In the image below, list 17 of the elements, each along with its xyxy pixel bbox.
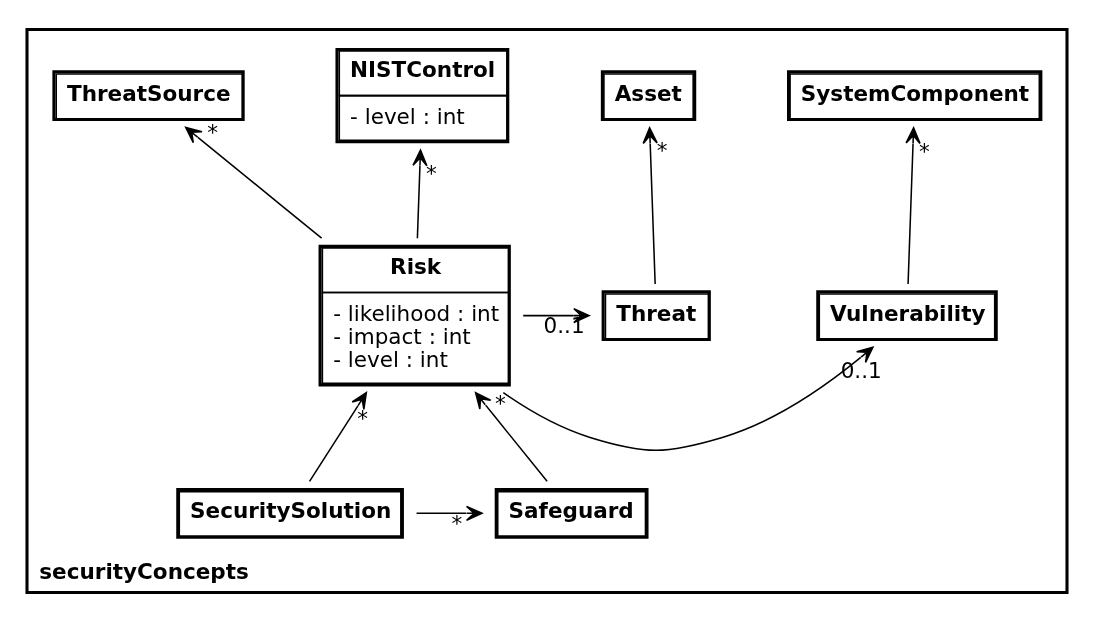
edge-label: *: [425, 160, 437, 186]
arrow: [415, 505, 483, 521]
edge-label: *: [357, 405, 369, 431]
arrow: [308, 391, 368, 482]
edge-label: *: [207, 119, 218, 145]
arrow: [474, 391, 548, 482]
arrow: [184, 126, 323, 239]
edge-label: *: [495, 390, 506, 416]
edge-label: *: [451, 510, 463, 536]
edge-label: *: [919, 138, 930, 164]
arrow: [642, 126, 658, 285]
arrow: [412, 148, 428, 239]
edge-label: *: [656, 137, 668, 163]
arrow: [502, 345, 874, 451]
edge-label: 0..1: [543, 312, 585, 338]
edge-label: 0..1: [840, 357, 882, 383]
arrow: [905, 126, 921, 285]
